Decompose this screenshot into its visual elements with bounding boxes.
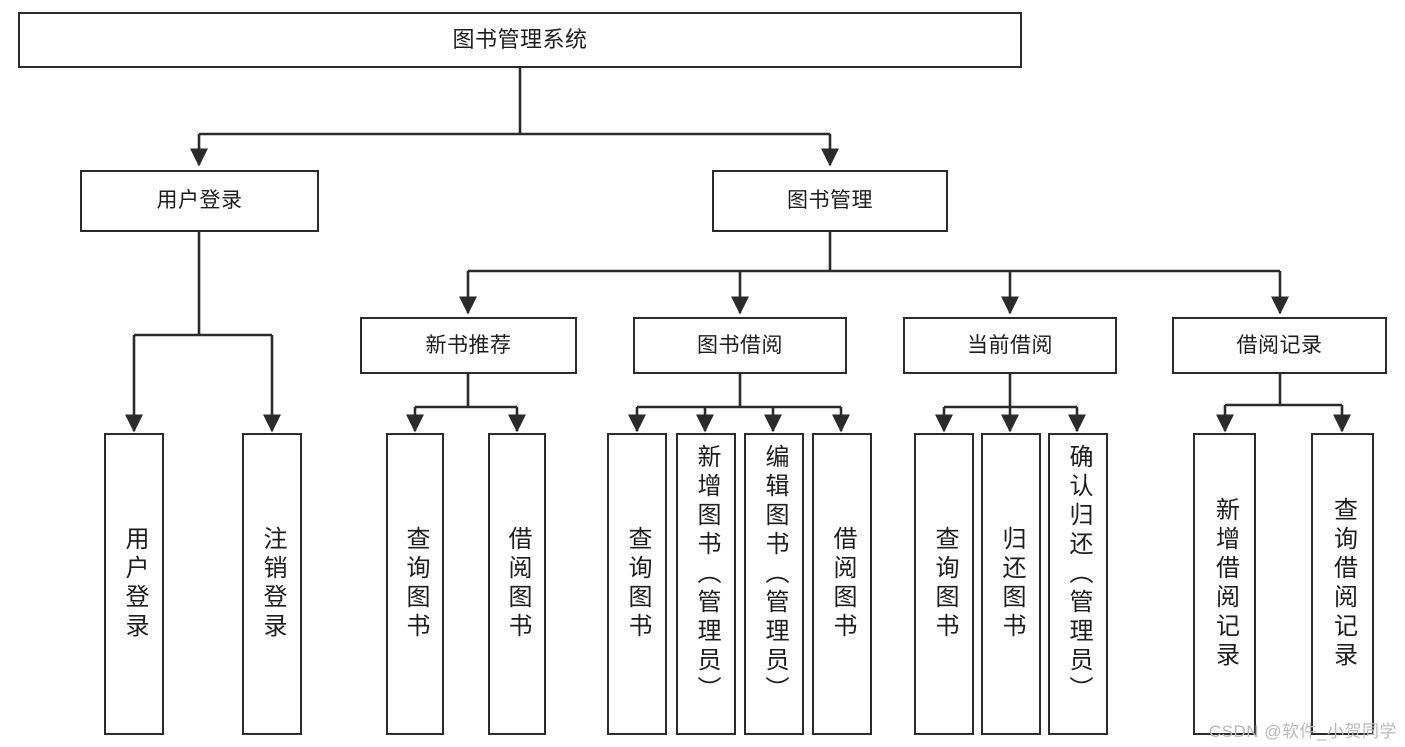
node-book-borrow[interactable]: 图书借阅 [633, 317, 847, 374]
leaf-borrow-book[interactable]: 借阅图书 [812, 433, 872, 735]
leaf-query-book-borrow[interactable]: 查询图书 [607, 433, 667, 735]
node-borrow-record[interactable]: 借阅记录 [1172, 317, 1387, 374]
node-current-borrow[interactable]: 当前借阅 [903, 317, 1117, 374]
leaf-borrow-book-newbook[interactable]: 借阅图书 [488, 433, 546, 735]
leaf-user-logout[interactable]: 注销登录 [242, 433, 302, 735]
node-label: 新增图书（管理员） [693, 444, 720, 705]
leaf-user-login[interactable]: 用户登录 [104, 433, 164, 735]
node-label: 用户登录 [156, 189, 243, 213]
node-label: 查询图书 [624, 526, 651, 642]
node-root-system[interactable]: 图书管理系统 [18, 12, 1022, 68]
node-label: 查询图书 [931, 526, 958, 642]
node-label: 归还图书 [998, 526, 1025, 642]
leaf-confirm-return-admin[interactable]: 确认归还（管理员） [1048, 433, 1108, 735]
node-label: 图书管理 [787, 189, 873, 213]
node-user-login[interactable]: 用户登录 [80, 170, 319, 232]
node-label: 用户登录 [121, 526, 148, 642]
node-label: 借阅记录 [1236, 333, 1323, 357]
leaf-add-book-admin[interactable]: 新增图书（管理员） [676, 433, 736, 735]
node-book-management[interactable]: 图书管理 [712, 170, 948, 232]
node-label: 查询图书 [402, 526, 429, 642]
leaf-edit-book-admin[interactable]: 编辑图书（管理员） [744, 433, 804, 735]
node-label: 新增借阅记录 [1211, 497, 1239, 671]
leaf-query-book-newbook[interactable]: 查询图书 [386, 433, 444, 735]
leaf-add-borrow-record[interactable]: 新增借阅记录 [1193, 433, 1256, 735]
node-label: 图书管理系统 [452, 26, 588, 52]
node-label: 查询借阅记录 [1329, 497, 1357, 671]
leaf-return-book[interactable]: 归还图书 [981, 433, 1041, 735]
node-label: 借阅图书 [504, 526, 531, 642]
node-label: 新书推荐 [425, 333, 512, 357]
leaf-query-book-current[interactable]: 查询图书 [914, 433, 974, 735]
node-label: 确认归还（管理员） [1065, 444, 1092, 705]
leaf-query-borrow-record[interactable]: 查询借阅记录 [1311, 433, 1374, 735]
node-label: 当前借阅 [967, 333, 1053, 357]
node-label: 图书借阅 [697, 333, 783, 357]
csdn-watermark: CSDN @软件_小贺同学 [1208, 722, 1397, 741]
node-label: 借阅图书 [829, 526, 856, 642]
node-new-book-recommend[interactable]: 新书推荐 [360, 317, 577, 374]
node-label: 注销登录 [259, 526, 286, 642]
node-label: 编辑图书（管理员） [761, 444, 788, 705]
